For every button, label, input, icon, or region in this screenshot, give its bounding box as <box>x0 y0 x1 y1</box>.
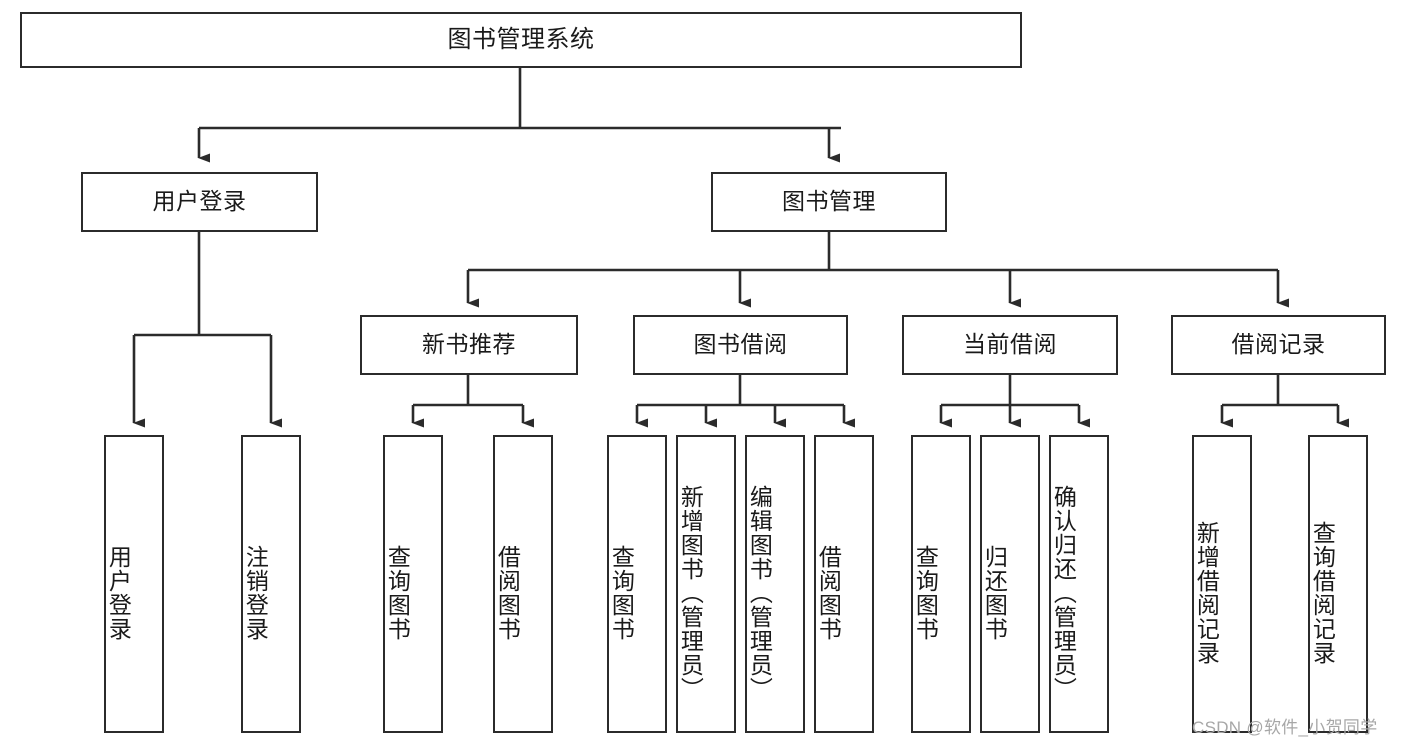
node-leaf-edit-book-label: 编辑图书（管理员） <box>746 485 773 701</box>
node-root-label: 图书管理系统 <box>447 25 595 53</box>
node-leaf-return-book[interactable]: 归还图书 <box>980 435 1040 733</box>
node-leaf-query-record-label: 查询借阅记录 <box>1309 521 1336 665</box>
node-new-book-rec[interactable]: 新书推荐 <box>360 315 578 375</box>
node-new-book-rec-label: 新书推荐 <box>422 331 516 358</box>
node-leaf-borrow-book-1[interactable]: 借阅图书 <box>493 435 553 733</box>
node-leaf-query-book-2[interactable]: 查询图书 <box>607 435 667 733</box>
node-leaf-confirm-return-label: 确认归还（管理员） <box>1050 485 1077 701</box>
node-leaf-add-record-label: 新增借阅记录 <box>1193 521 1220 665</box>
node-leaf-add-book[interactable]: 新增图书（管理员） <box>676 435 736 733</box>
csdn-watermark: CSDN @软件_小贺同学 <box>1192 718 1378 737</box>
node-leaf-logout-login-label: 注销登录 <box>242 545 269 641</box>
node-book-borrow[interactable]: 图书借阅 <box>633 315 848 375</box>
node-leaf-add-book-label: 新增图书（管理员） <box>677 485 704 701</box>
node-leaf-query-record[interactable]: 查询借阅记录 <box>1308 435 1368 733</box>
node-leaf-query-book-3-label: 查询图书 <box>912 545 939 641</box>
node-leaf-return-book-label: 归还图书 <box>981 545 1008 641</box>
node-leaf-borrow-book-1-label: 借阅图书 <box>494 545 521 641</box>
node-leaf-query-book-2-label: 查询图书 <box>608 545 635 641</box>
node-current-borrow-label: 当前借阅 <box>963 331 1057 358</box>
node-leaf-confirm-return[interactable]: 确认归还（管理员） <box>1049 435 1109 733</box>
node-current-borrow[interactable]: 当前借阅 <box>902 315 1118 375</box>
node-book-borrow-label: 图书借阅 <box>693 331 788 358</box>
node-leaf-query-book-3[interactable]: 查询图书 <box>911 435 971 733</box>
node-borrow-record-label: 借阅记录 <box>1231 331 1326 358</box>
node-user-login[interactable]: 用户登录 <box>81 172 318 232</box>
node-user-login-label: 用户登录 <box>152 188 247 215</box>
node-root[interactable]: 图书管理系统 <box>20 12 1022 68</box>
node-leaf-borrow-book-2-label: 借阅图书 <box>815 545 842 641</box>
node-leaf-logout-login[interactable]: 注销登录 <box>241 435 301 733</box>
node-borrow-record[interactable]: 借阅记录 <box>1171 315 1386 375</box>
node-leaf-user-login[interactable]: 用户登录 <box>104 435 164 733</box>
node-leaf-add-record[interactable]: 新增借阅记录 <box>1192 435 1252 733</box>
node-leaf-edit-book[interactable]: 编辑图书（管理员） <box>745 435 805 733</box>
node-book-manage[interactable]: 图书管理 <box>711 172 947 232</box>
node-leaf-query-book-1-label: 查询图书 <box>384 545 411 641</box>
node-leaf-borrow-book-2[interactable]: 借阅图书 <box>814 435 874 733</box>
node-book-manage-label: 图书管理 <box>782 188 876 215</box>
node-leaf-user-login-label: 用户登录 <box>105 545 132 641</box>
node-leaf-query-book-1[interactable]: 查询图书 <box>383 435 443 733</box>
